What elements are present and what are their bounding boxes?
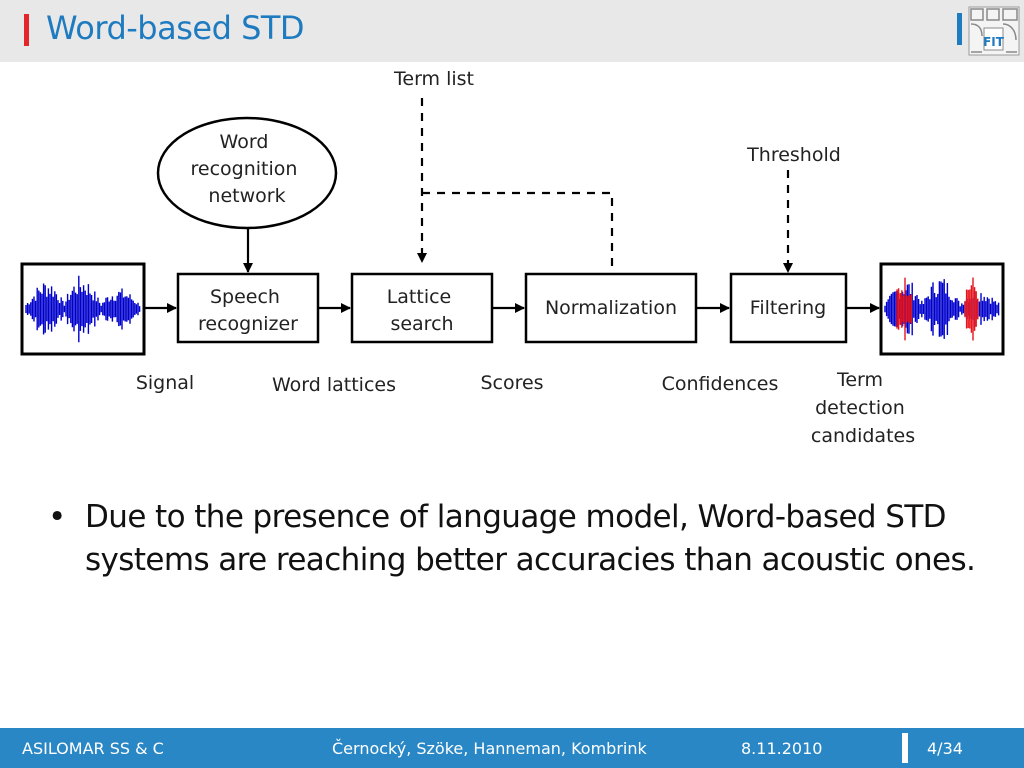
svg-text:Speech recognizer: Speech recognizer — [198, 286, 298, 335]
lattice-search-line-1: Lattice — [387, 286, 452, 308]
slide-title: Word-based STD — [46, 9, 305, 47]
network-label-line-2: recognition — [191, 158, 298, 180]
lattice-search-box — [350, 272, 494, 344]
svg-text:FIT: FIT — [983, 35, 1005, 49]
normalization-label: Normalization — [545, 297, 677, 319]
scores-label: Scores — [480, 372, 543, 394]
footer-authors: Černocký, Szöke, Hanneman, Kombrink — [332, 739, 647, 758]
footer-page-number: 4/34 — [927, 739, 963, 758]
footer-divider — [902, 733, 908, 763]
header-accent-bar — [24, 14, 29, 46]
svg-text:Word recognition netwo: Word recognition network — [191, 131, 304, 207]
slide-header: Word-based STD FIT — [0, 0, 1024, 62]
slide-footer: ASILOMAR SS & C Černocký, Szöke, Hannema… — [0, 728, 1024, 768]
detection-highlight-1 — [896, 277, 913, 341]
bullet-item: • Due to the presence of language model,… — [40, 496, 980, 582]
speech-recognizer-box — [176, 272, 320, 344]
filtering-label: Filtering — [750, 297, 826, 319]
signal-label: Signal — [136, 372, 194, 394]
speech-recognizer-line-1: Speech — [210, 286, 280, 308]
logo-accent-bar — [957, 13, 962, 45]
bullet-list: • Due to the presence of language model,… — [40, 496, 980, 582]
detection-label-line-3: candidates — [811, 425, 915, 447]
bullet-text: Due to the presence of language model, W… — [85, 499, 976, 578]
filtering-box — [729, 272, 848, 344]
lattice-search-line-2: search — [390, 313, 453, 335]
bullet-marker: • — [48, 499, 66, 535]
speech-recognizer-line-2: recognizer — [198, 313, 298, 335]
std-block-diagram: Term list Word recognition network Thres… — [20, 68, 1005, 447]
network-label-line-1: Word — [220, 131, 269, 153]
threshold-label: Threshold — [746, 144, 841, 166]
footer-conference: ASILOMAR SS & C — [22, 739, 164, 758]
detection-label-line-1: Term — [836, 369, 883, 391]
input-waveform — [25, 275, 141, 343]
detection-highlight-2 — [964, 277, 979, 341]
detection-label-line-2: detection — [815, 397, 905, 419]
feedback-dashed-line — [422, 191, 614, 273]
term-list-label: Term list — [393, 68, 474, 90]
confidences-label: Confidences — [662, 373, 779, 395]
word-lattices-label: Word lattices — [272, 374, 396, 396]
normalization-box — [524, 272, 698, 344]
svg-text:Lattice search: Lattice search — [387, 286, 458, 335]
network-label-line-3: network — [208, 185, 285, 207]
svg-text:Term detection candida: Term detection candidates — [811, 369, 915, 447]
footer-date: 8.11.2010 — [741, 739, 823, 758]
fit-logo-icon: FIT — [968, 6, 1020, 56]
